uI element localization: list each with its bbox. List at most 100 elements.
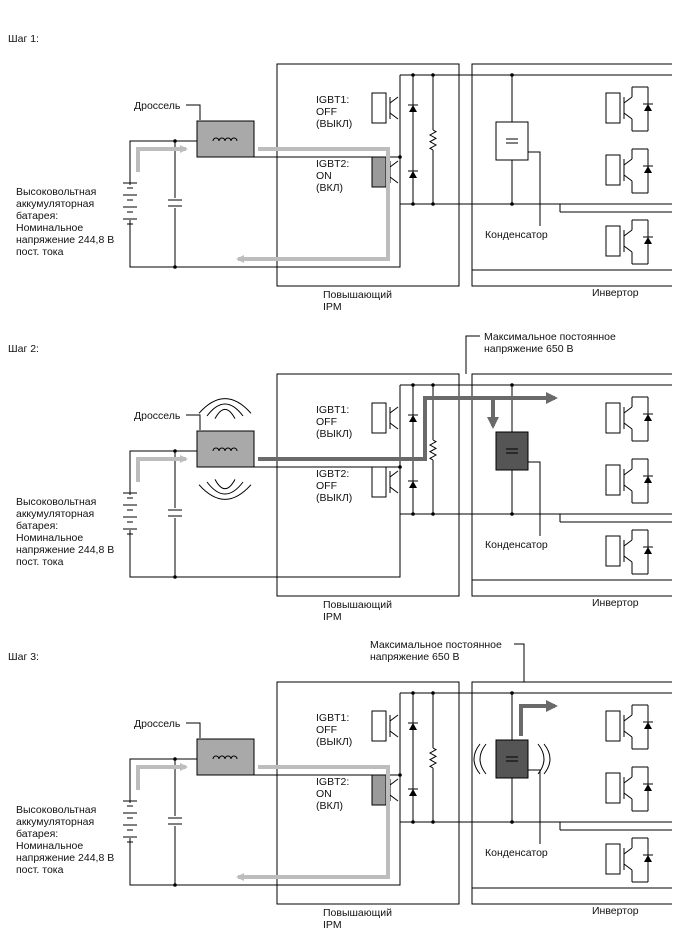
inverter-label: Инвертор (592, 905, 639, 917)
battery-label: Номинальное (16, 222, 83, 234)
igbt-gate-icon (371, 466, 387, 498)
igbt-gate-icon (371, 156, 387, 188)
vibration-icon (543, 743, 551, 775)
boost-flow-arrow (258, 392, 558, 461)
battery-label: Номинальное (16, 840, 83, 852)
capacitor-box (495, 121, 529, 161)
battery-label: аккумуляторная (16, 508, 94, 520)
inverter-box (471, 373, 672, 597)
boost-ipm-label: IPM (323, 301, 342, 313)
vibration-icon (198, 484, 252, 500)
battery-label: батарея: (16, 828, 58, 840)
battery-label: Высоковольтная (16, 496, 96, 508)
igbt-gate-icon (371, 402, 387, 434)
igbt-icon (389, 730, 399, 738)
igbt-icon (623, 406, 633, 414)
current-flow-arrow (136, 145, 188, 172)
choke-leader (186, 722, 201, 738)
igbt1-label: (ВЫКЛ) (316, 428, 352, 440)
current-flow-arrow (136, 763, 188, 790)
vibration-icon (206, 403, 244, 417)
igbt1-label: OFF (316, 106, 337, 118)
diode-icon (409, 415, 417, 422)
igbt-gate-icon (605, 772, 621, 804)
current-flow-arrow (136, 455, 188, 482)
vibration-icon (214, 408, 236, 419)
igbt1-label: IGBT1: (316, 94, 349, 106)
igbt-gate-icon (605, 92, 621, 124)
choke-leader (186, 104, 201, 120)
max-voltage-label: напряжение 650 В (484, 343, 573, 355)
max-voltage-label: Максимальное постоянное (484, 331, 616, 343)
igbt-icon (389, 714, 399, 722)
igbt-gate-icon (605, 535, 621, 567)
diode-icon (644, 104, 652, 111)
igbt1-label: IGBT1: (316, 404, 349, 416)
capacitor-label: Конденсатор (485, 539, 548, 551)
igbt1-label: OFF (316, 416, 337, 428)
igbt-gate-icon (605, 710, 621, 742)
inverter-box (471, 63, 672, 287)
inductor-coil-icon (212, 447, 238, 452)
step-2: Шаг 2: ДроссельВысоковольтнаяаккумуляторн… (8, 331, 672, 623)
igbt-gate-icon (371, 710, 387, 742)
step-title: Шаг 2: (8, 343, 39, 355)
junction-dot (510, 820, 514, 824)
igbt-icon (623, 776, 633, 784)
igbt1-label: (ВЫКЛ) (316, 736, 352, 748)
diode-icon (409, 105, 417, 112)
igbt-icon (623, 847, 633, 855)
battery-label: пост. тока (16, 556, 64, 568)
capacitor-leader (528, 461, 541, 536)
igbt-gate-icon (605, 402, 621, 434)
vibration-icon (206, 481, 244, 495)
igbt2-label: IGBT2: (316, 468, 349, 480)
igbt-icon (623, 468, 633, 476)
choke-label: Дроссель (134, 410, 181, 422)
igbt-gate-icon (371, 92, 387, 124)
step-1: Шаг 1:ДроссельВысоковольтнаяаккумуляторн… (8, 33, 672, 313)
diode-icon (644, 476, 652, 483)
igbt-icon (623, 422, 633, 430)
junction-dot (510, 73, 514, 77)
wire (129, 204, 401, 268)
igbt-icon (623, 229, 633, 237)
diode-icon (409, 171, 417, 178)
igbt2-label: IGBT2: (316, 158, 349, 170)
igbt1-label: OFF (316, 724, 337, 736)
diode-icon (644, 722, 652, 729)
current-flow-arrow (236, 147, 390, 263)
choke-label: Дроссель (134, 100, 181, 112)
vibration-icon (479, 743, 487, 775)
igbt-icon (389, 160, 399, 168)
igbt-icon (623, 863, 633, 871)
igbt2-label: (ВКЛ) (316, 182, 343, 194)
battery-label: аккумуляторная (16, 816, 94, 828)
igbt-icon (389, 406, 399, 414)
igbt-gate-icon (605, 154, 621, 186)
junction-dot (510, 383, 514, 387)
diode-icon (409, 481, 417, 488)
battery-label: напряжение 244,8 В (16, 544, 114, 556)
battery-label: напряжение 244,8 В (16, 234, 114, 246)
step-title: Шаг 3: (8, 651, 39, 663)
igbt-icon (623, 555, 633, 563)
diode-icon (644, 237, 652, 244)
diode-icon (644, 855, 652, 862)
wire (129, 514, 401, 578)
vibration-icon (537, 743, 545, 775)
igbt-icon (389, 422, 399, 430)
igbt-icon (623, 484, 633, 492)
igbt-icon (623, 96, 633, 104)
igbt-gate-icon (605, 225, 621, 257)
igbt-icon (389, 112, 399, 120)
boost-ipm-label: Повышающий (323, 289, 392, 301)
igbt-icon (389, 176, 399, 184)
igbt1-label: (ВЫКЛ) (316, 118, 352, 130)
resistor-icon (428, 439, 438, 461)
vibration-icon (473, 743, 481, 775)
capacitor-leader (528, 151, 541, 226)
junction-dot (173, 575, 177, 579)
wire (129, 822, 401, 886)
